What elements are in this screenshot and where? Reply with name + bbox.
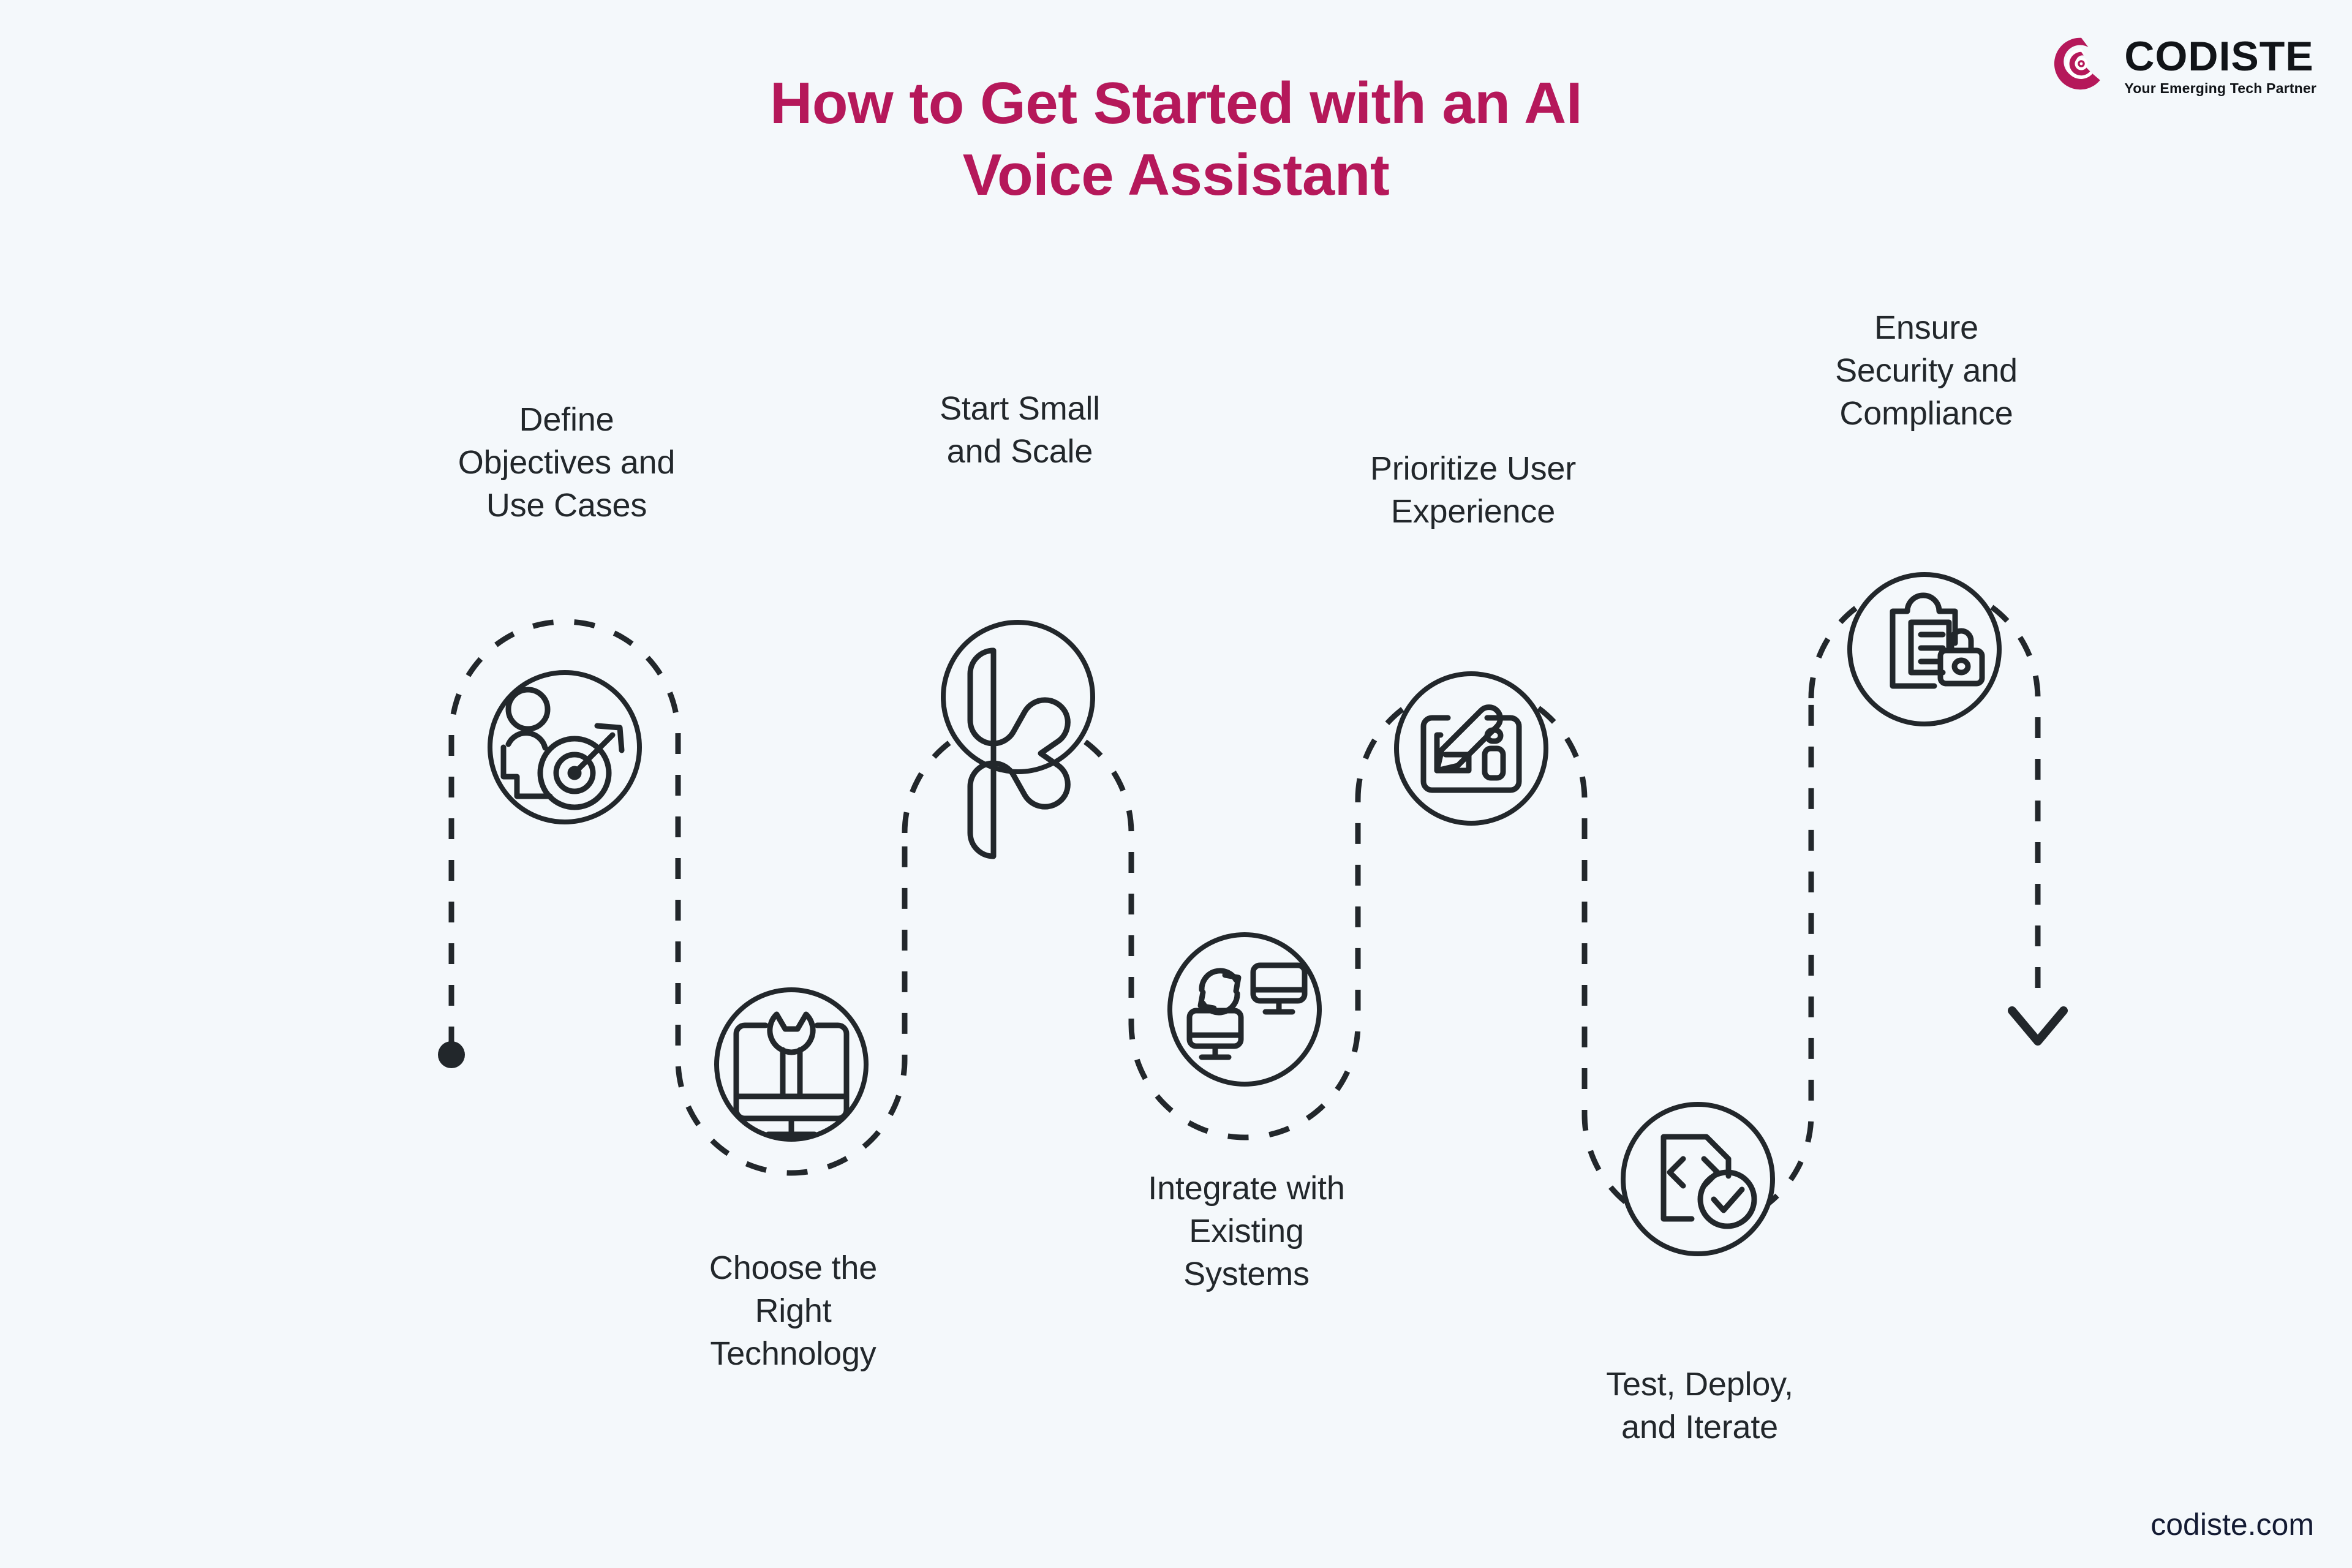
- step-node-7[interactable]: [1847, 572, 2002, 726]
- step-label-5: Prioritize User Experience: [1370, 450, 1577, 530]
- two-monitors-sync-icon: [1186, 962, 1308, 1060]
- logo-brand-text: CODISTE: [2124, 32, 2314, 80]
- step-label-6: Test, Deploy, and Iterate: [1606, 1366, 1793, 1446]
- page-title: How to Get Started with an AI Voice Assi…: [0, 67, 2352, 211]
- flow-path-segment-1: [448, 619, 908, 1176]
- step-circle-6: [1621, 1102, 1775, 1256]
- wireframe-pencil-icon: [1420, 704, 1522, 793]
- codiste-logo: CODISTE Your Emerging Tech Partner: [2052, 34, 2316, 96]
- flow-path: [448, 582, 2041, 1231]
- step-node-5[interactable]: [1394, 671, 1548, 826]
- footer-website-url: codiste.com: [2150, 1507, 2314, 1542]
- clipboard-lock-icon: [1890, 592, 1985, 689]
- flow-path-segment-3: [1355, 683, 1814, 1231]
- monitor-wrench-icon: [733, 1011, 850, 1137]
- rounded-k-icon: [967, 647, 1071, 859]
- flow-path-segment-2: [902, 717, 1361, 1140]
- step-node-6[interactable]: [1621, 1102, 1775, 1256]
- page-title-line-1: How to Get Started with an AI: [770, 70, 1582, 136]
- step-circle-3: [941, 620, 1095, 774]
- step-label-2: Choose the Right Technology: [709, 1250, 878, 1373]
- step-label-4: Integrate with Existing Systems: [1148, 1170, 1345, 1293]
- code-file-check-icon: [1660, 1134, 1757, 1229]
- start-dot: [438, 1041, 465, 1068]
- person-target-icon: [500, 687, 625, 810]
- arrow-down-icon: [2008, 1006, 2068, 1046]
- page-title-line-2: Voice Assistant: [962, 142, 1390, 208]
- step-label-3: Start Small and Scale: [940, 390, 1100, 470]
- step-label-7: Ensure Security and Compliance: [1835, 309, 2018, 432]
- codiste-circle-logo-icon: [2052, 34, 2111, 96]
- step-node-2[interactable]: [714, 987, 869, 1142]
- step-node-1[interactable]: [488, 670, 642, 824]
- step-circle-1: [488, 670, 642, 824]
- step-node-4[interactable]: [1167, 932, 1322, 1087]
- logo-tagline-text: Your Emerging Tech Partner: [2124, 80, 2316, 96]
- step-label-1: Define Objectives and Use Cases: [458, 401, 676, 524]
- step-node-3[interactable]: [941, 620, 1095, 859]
